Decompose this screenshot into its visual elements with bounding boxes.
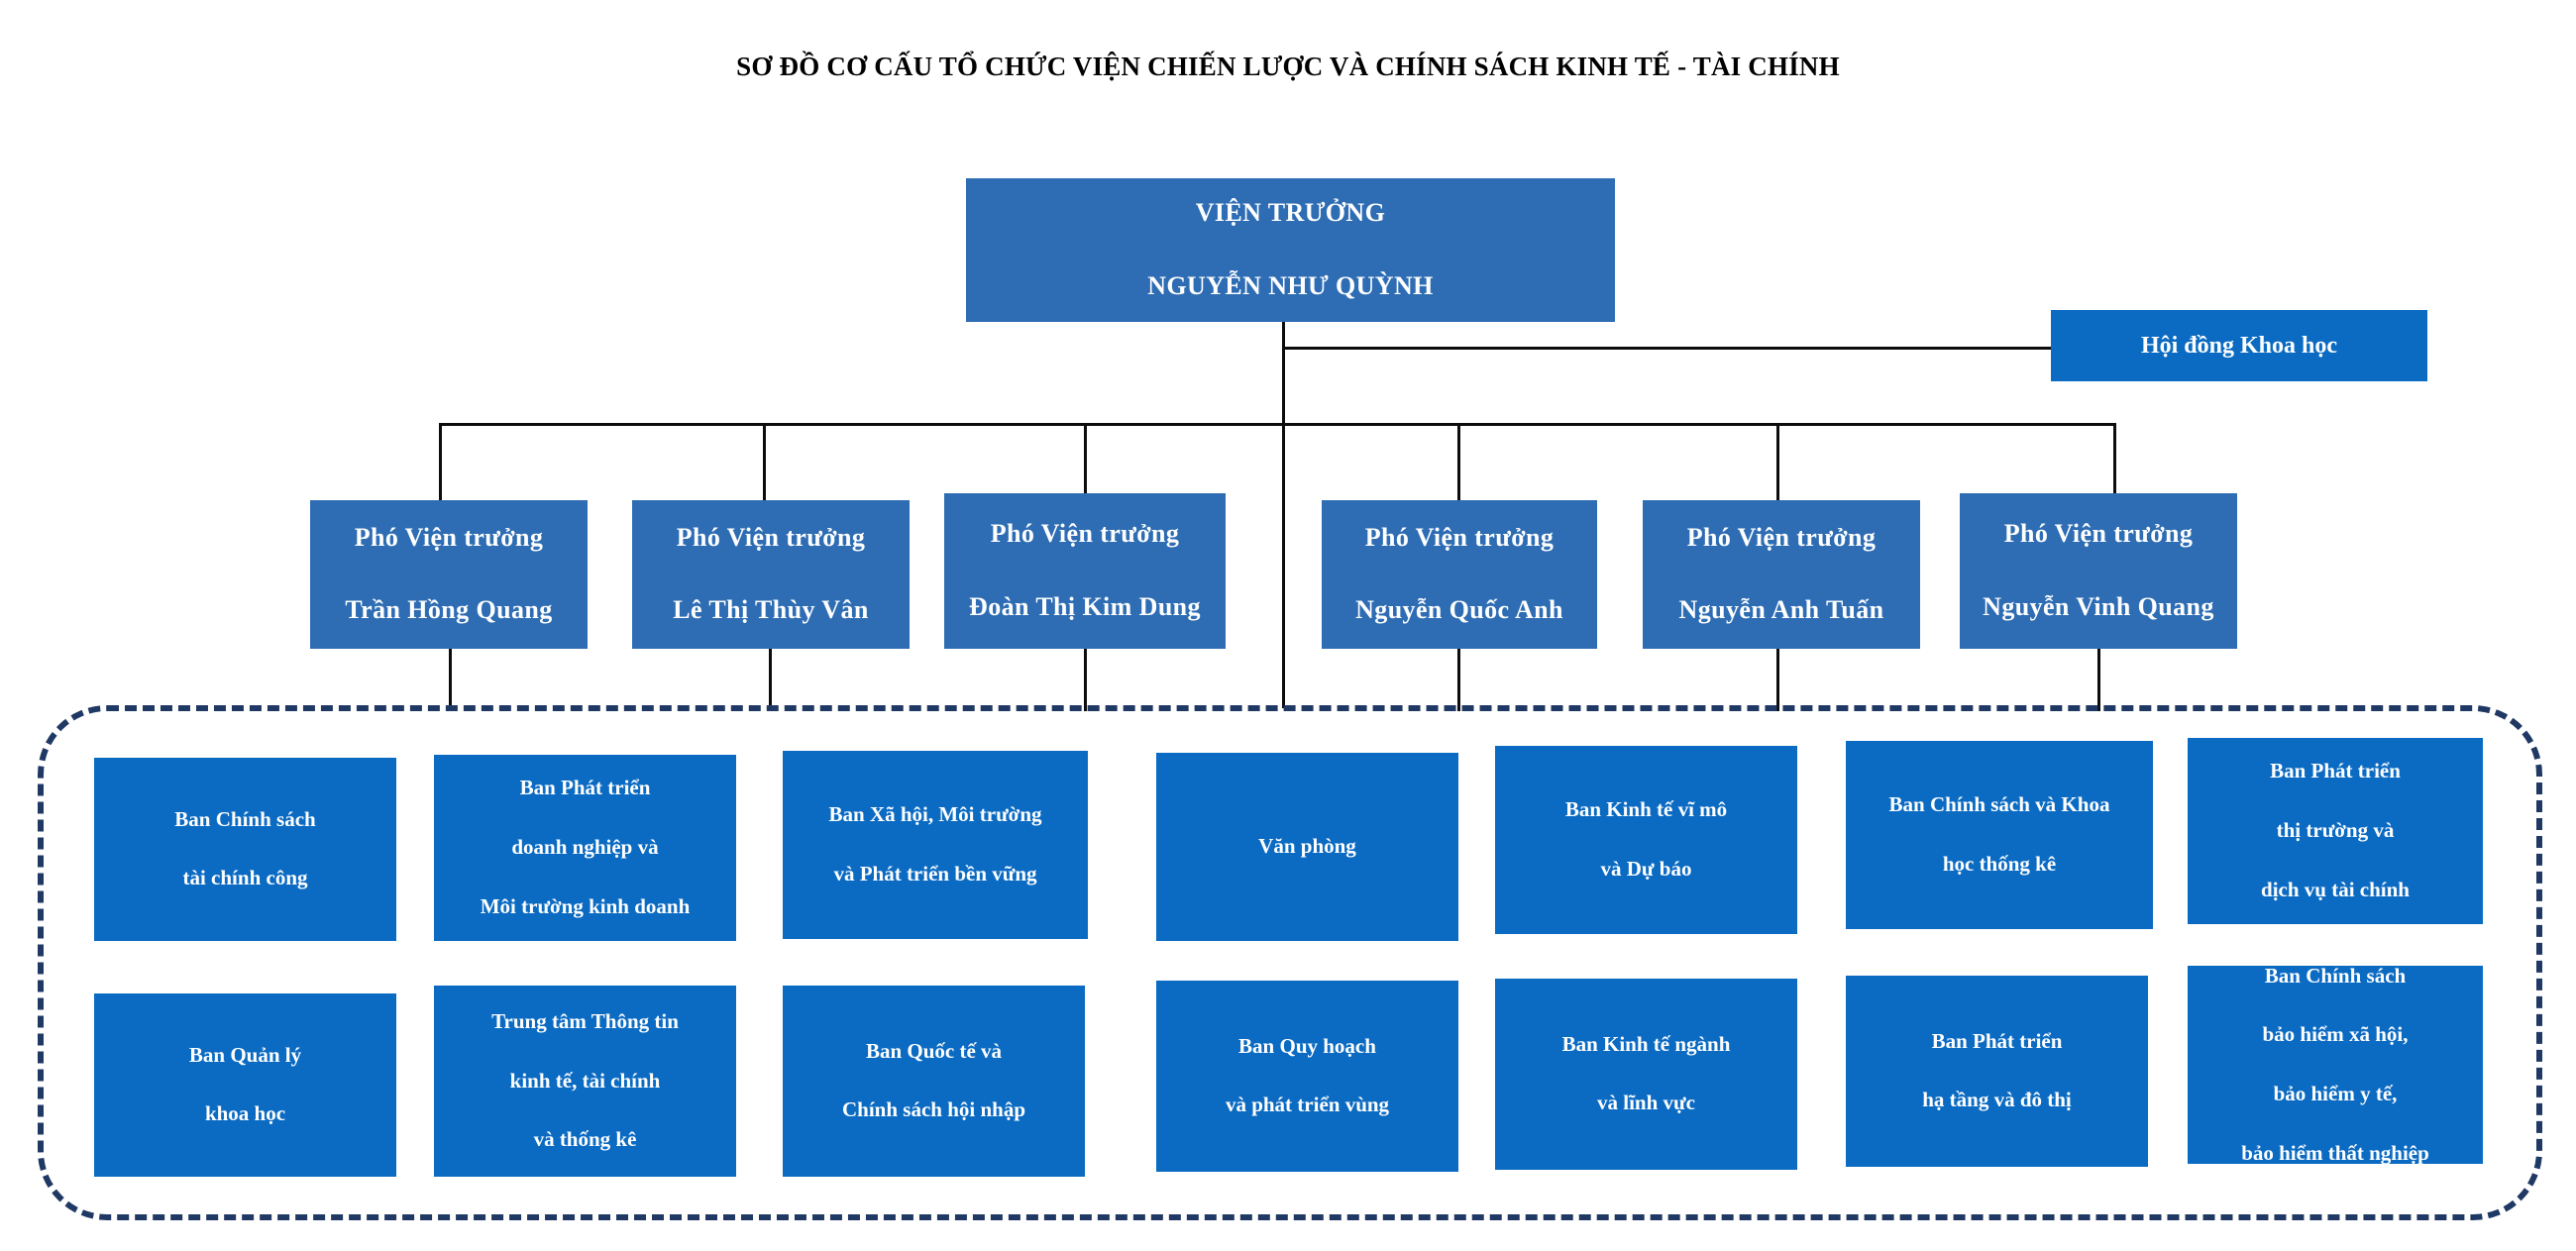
department-box-r2c3[interactable]: Ban Quốc tế và Chính sách hội nhập bbox=[783, 986, 1085, 1177]
department-r1c3-line2: và Phát triển bền vững bbox=[833, 861, 1037, 886]
deputy-name-1: Trần Hồng Quang bbox=[345, 595, 553, 625]
deputy-role-2: Phó Viện trưởng bbox=[676, 522, 866, 552]
deputy-name-6: Nguyễn Vinh Quang bbox=[1983, 591, 2214, 621]
department-r2c4-line2: và phát triển vùng bbox=[1225, 1093, 1390, 1117]
department-box-r1c3[interactable]: Ban Xã hội, Môi trường và Phát triển bền… bbox=[783, 751, 1088, 939]
department-r1c4-line1: Văn phòng bbox=[1258, 834, 1356, 859]
department-r2c2-line2: kinh tế, tài chính bbox=[509, 1068, 661, 1093]
deputy-box-2[interactable]: Phó Viện trưởng Lê Thị Thùy Vân bbox=[632, 500, 910, 649]
department-r1c1-line1: Ban Chính sách bbox=[174, 806, 316, 831]
department-r2c7-line1: Ban Chính sách bbox=[2264, 963, 2407, 988]
department-r2c6-line2: hạ tầng và đô thị bbox=[1922, 1088, 2072, 1112]
deputy-role-3: Phó Viện trưởng bbox=[990, 519, 1180, 549]
science-council-label: Hội đồng Khoa học bbox=[2140, 332, 2338, 359]
deputy-box-1[interactable]: Phó Viện trưởng Trần Hồng Quang bbox=[310, 500, 588, 649]
department-box-r2c2[interactable]: Trung tâm Thông tin kinh tế, tài chính v… bbox=[434, 986, 736, 1177]
department-r1c1-line2: tài chính công bbox=[182, 866, 308, 890]
deputy-role-6: Phó Viện trưởng bbox=[2003, 519, 2194, 549]
department-r2c7-line2: bảo hiểm xã hội, bbox=[2262, 1022, 2409, 1047]
deputy-role-4: Phó Viện trưởng bbox=[1364, 522, 1555, 552]
science-council-box[interactable]: Hội đồng Khoa học bbox=[2051, 310, 2427, 381]
department-r1c7-line2: thị trường và bbox=[2276, 818, 2395, 843]
connector-deputy-1-down bbox=[449, 649, 452, 711]
department-box-r2c5[interactable]: Ban Kinh tế ngành và lĩnh vực bbox=[1495, 979, 1797, 1170]
department-r1c6-line1: Ban Chính sách và Khoa bbox=[1888, 792, 2110, 817]
deputy-role-5: Phó Viện trưởng bbox=[1686, 522, 1877, 552]
connector-bus-to-deputy-3 bbox=[1084, 423, 1087, 500]
department-box-r1c6[interactable]: Ban Chính sách và Khoa học thống kê bbox=[1846, 741, 2153, 929]
connector-deputy-bus bbox=[439, 423, 2116, 426]
connector-to-council bbox=[1282, 347, 2054, 350]
department-r2c7-line4: bảo hiểm thất nghiệp bbox=[2241, 1140, 2429, 1165]
department-r2c5-line1: Ban Kinh tế ngành bbox=[1561, 1031, 1731, 1056]
connector-deputy-6-down bbox=[2097, 649, 2100, 711]
connector-bus-to-deputy-1 bbox=[439, 423, 442, 500]
connector-bus-to-deputy-2 bbox=[763, 423, 766, 500]
department-box-r1c2[interactable]: Ban Phát triển doanh nghiệp và Môi trườn… bbox=[434, 755, 736, 941]
departments-dashed-container bbox=[38, 705, 2542, 1220]
director-box[interactable]: VIỆN TRƯỞNG NGUYỄN NHƯ QUỲNH bbox=[966, 178, 1615, 322]
department-box-r2c7[interactable]: Ban Chính sách bảo hiểm xã hội, bảo hiểm… bbox=[2188, 964, 2483, 1165]
page-title: SƠ ĐỒ CƠ CẤU TỔ CHỨC VIỆN CHIẾN LƯỢC VÀ … bbox=[736, 52, 1840, 81]
department-box-r1c4[interactable]: Văn phòng bbox=[1156, 753, 1458, 941]
deputy-role-1: Phó Viện trưởng bbox=[354, 522, 544, 552]
connector-bus-to-deputy-4 bbox=[1457, 423, 1460, 500]
department-box-r1c5[interactable]: Ban Kinh tế vĩ mô và Dự báo bbox=[1495, 746, 1797, 934]
department-r2c6-line1: Ban Phát triển bbox=[1931, 1028, 2063, 1053]
department-box-r1c7[interactable]: Ban Phát triển thị trường và dịch vụ tài… bbox=[2188, 738, 2483, 924]
department-r2c3-line1: Ban Quốc tế và bbox=[865, 1038, 1003, 1063]
deputy-name-5: Nguyễn Anh Tuấn bbox=[1678, 595, 1884, 625]
director-name: NGUYỄN NHƯ QUỲNH bbox=[1147, 270, 1434, 300]
department-r2c3-line2: Chính sách hội nhập bbox=[841, 1097, 1025, 1122]
department-r2c7-line3: bảo hiểm y tế, bbox=[2273, 1081, 2398, 1105]
department-box-r2c6[interactable]: Ban Phát triển hạ tầng và đô thị bbox=[1846, 976, 2148, 1167]
director-role: VIỆN TRƯỞNG bbox=[1195, 198, 1386, 228]
connector-deputy-5-down bbox=[1776, 649, 1779, 711]
deputy-name-2: Lê Thị Thùy Vân bbox=[673, 595, 869, 625]
department-r2c1-line2: khoa học bbox=[204, 1101, 286, 1126]
department-r1c2-line1: Ban Phát triển bbox=[519, 776, 651, 800]
connector-bus-to-deputy-6 bbox=[2113, 423, 2116, 500]
department-r2c2-line3: và thống kê bbox=[533, 1127, 637, 1152]
department-r1c7-line1: Ban Phát triển bbox=[2270, 759, 2401, 783]
connector-bus-to-deputy-5 bbox=[1776, 423, 1779, 500]
deputy-name-3: Đoàn Thị Kim Dung bbox=[969, 591, 1201, 621]
connector-deputy-4-down bbox=[1457, 649, 1460, 711]
department-r1c5-line1: Ban Kinh tế vĩ mô bbox=[1564, 797, 1728, 822]
connector-trunk-main bbox=[1282, 322, 1285, 708]
connector-deputy-2-down bbox=[769, 649, 772, 711]
deputy-box-6[interactable]: Phó Viện trưởng Nguyễn Vinh Quang bbox=[1960, 493, 2237, 649]
department-r1c7-line3: dịch vụ tài chính bbox=[2261, 877, 2410, 901]
department-r1c6-line2: học thống kê bbox=[1942, 851, 2057, 876]
department-r2c1-line1: Ban Quản lý bbox=[188, 1042, 302, 1067]
connector-deputy-3-down bbox=[1084, 649, 1087, 711]
department-box-r2c4[interactable]: Ban Quy hoạch và phát triển vùng bbox=[1156, 981, 1458, 1172]
department-r2c5-line2: và lĩnh vực bbox=[1597, 1091, 1695, 1115]
department-r1c2-line3: Môi trường kinh doanh bbox=[480, 893, 691, 918]
deputy-box-3[interactable]: Phó Viện trưởng Đoàn Thị Kim Dung bbox=[944, 493, 1226, 649]
department-box-r1c1[interactable]: Ban Chính sách tài chính công bbox=[94, 758, 396, 941]
deputy-box-4[interactable]: Phó Viện trưởng Nguyễn Quốc Anh bbox=[1322, 500, 1597, 649]
department-r2c4-line1: Ban Quy hoạch bbox=[1238, 1033, 1376, 1058]
department-r1c2-line2: doanh nghiệp và bbox=[511, 835, 659, 860]
department-r1c5-line2: và Dự báo bbox=[1600, 856, 1692, 881]
deputy-name-4: Nguyễn Quốc Anh bbox=[1355, 595, 1563, 625]
department-r2c2-line1: Trung tâm Thông tin bbox=[491, 1008, 679, 1033]
department-r1c3-line1: Ban Xã hội, Môi trường bbox=[828, 802, 1042, 827]
deputy-box-5[interactable]: Phó Viện trưởng Nguyễn Anh Tuấn bbox=[1643, 500, 1920, 649]
department-box-r2c1[interactable]: Ban Quản lý khoa học bbox=[94, 993, 396, 1177]
